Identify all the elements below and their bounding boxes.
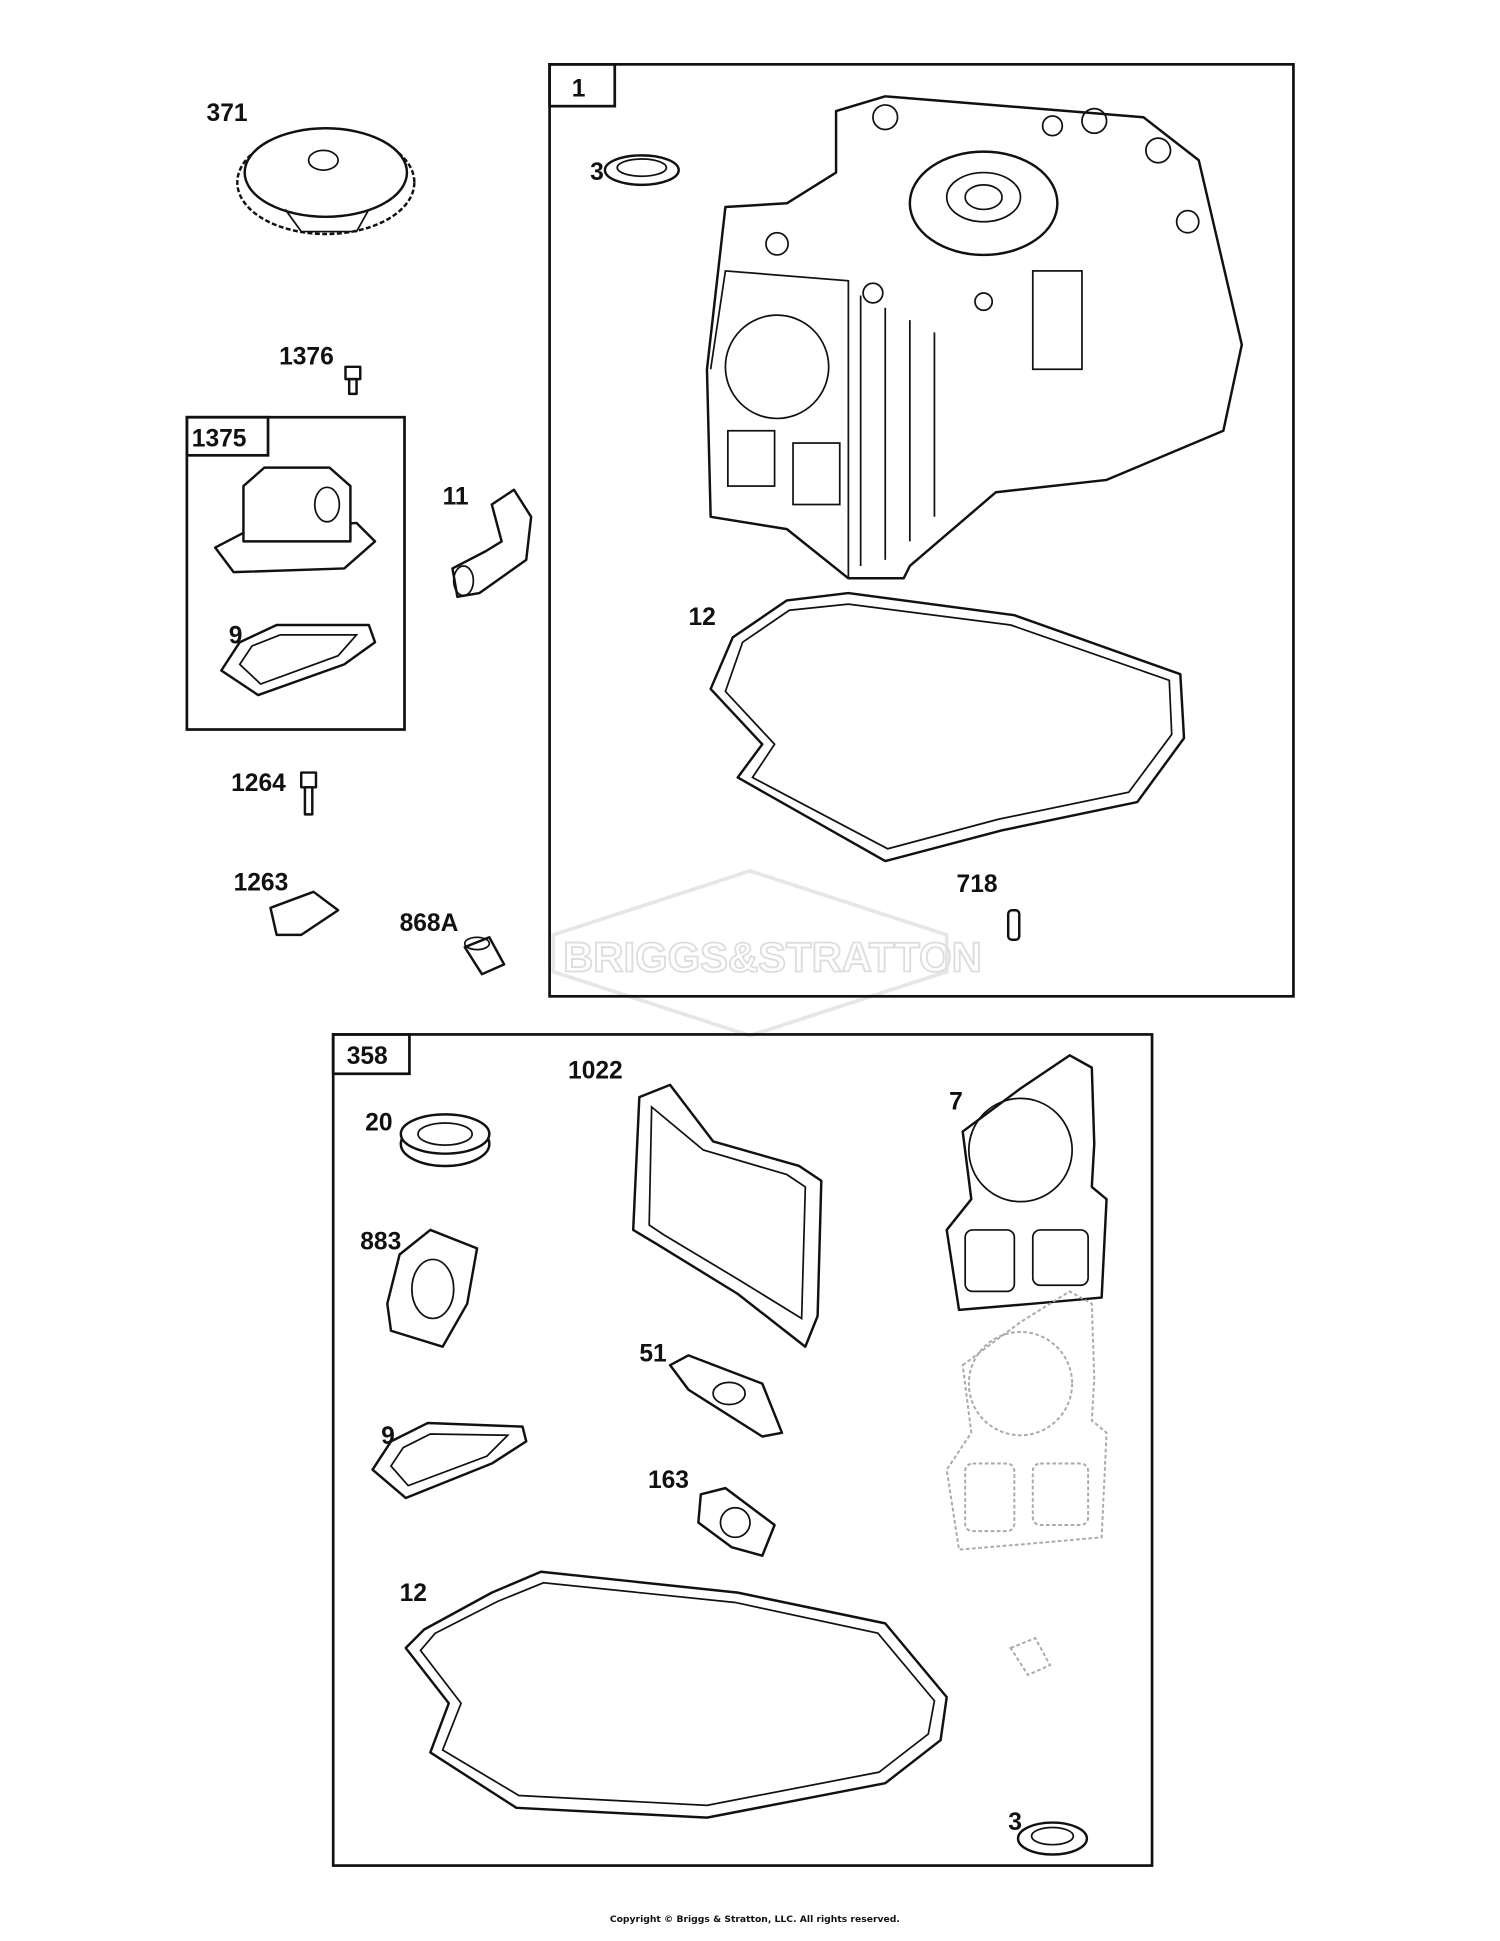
gear-part-371[interactable]: 371 [207, 100, 416, 236]
elbow-hose-part-11[interactable]: 11 [443, 484, 533, 598]
svg-text:1264: 1264 [231, 770, 286, 797]
gasket-part-883[interactable]: 883 [360, 1229, 479, 1348]
copyright-text: Copyright © Briggs & Stratton, LLC. All … [610, 1914, 900, 1925]
valve-seat-part-868a[interactable]: 868A [400, 910, 506, 976]
svg-text:1: 1 [572, 75, 586, 102]
svg-text:BRIGGS&STRATTON: BRIGGS&STRATTON [563, 934, 982, 981]
briggs-stratton-watermark: BRIGGS&STRATTON [551, 868, 983, 1038]
svg-text:868A: 868A [400, 910, 459, 937]
group-box-358: 358 [331, 1033, 1154, 1867]
svg-text:9: 9 [229, 622, 243, 649]
svg-text:1263: 1263 [234, 870, 289, 897]
gasket-part-51[interactable]: 51 [639, 1340, 784, 1438]
bolt-part-1376[interactable]: 1376 [279, 343, 362, 396]
gasket-part-1022[interactable]: 1022 [568, 1058, 823, 1348]
svg-text:3: 3 [590, 159, 604, 186]
svg-text:9: 9 [381, 1423, 395, 1450]
svg-text:718: 718 [957, 871, 998, 898]
svg-text:358: 358 [347, 1043, 388, 1070]
svg-text:1022: 1022 [568, 1058, 623, 1085]
bolt-part-1264[interactable]: 1264 [231, 770, 318, 816]
oil-seal-part-20[interactable]: 20 [365, 1109, 491, 1168]
group-box-1: 1 [548, 63, 1295, 998]
gasket-part-163[interactable]: 163 [648, 1467, 776, 1557]
gasket-part-12[interactable]: 12 [689, 591, 1186, 863]
svg-text:51: 51 [639, 1340, 666, 1367]
gasket-part-9-kit[interactable]: 9 [371, 1421, 528, 1500]
svg-text:20: 20 [365, 1109, 392, 1136]
svg-text:371: 371 [207, 100, 248, 127]
svg-text:1375: 1375 [192, 426, 247, 453]
svg-text:163: 163 [648, 1467, 689, 1494]
plate-part-1263[interactable]: 1263 [234, 870, 340, 937]
seal-part-3[interactable]: 3 [590, 154, 680, 187]
svg-text:12: 12 [400, 1580, 427, 1607]
valve-seat-ghost-part [1009, 1636, 1052, 1677]
gasket-part-9[interactable]: 9 [220, 622, 377, 697]
cylinder-block-part[interactable] [705, 95, 1244, 580]
head-gasket-ghost-part [945, 1290, 1108, 1551]
gasket-part-12-kit[interactable]: 12 [400, 1570, 948, 1819]
group-box-1375: 1375 [185, 415, 406, 731]
svg-text:7: 7 [949, 1088, 963, 1115]
head-gasket-part-7[interactable]: 7 [945, 1054, 1108, 1312]
svg-text:1376: 1376 [279, 343, 334, 370]
svg-text:3: 3 [1008, 1809, 1022, 1836]
svg-text:12: 12 [689, 604, 716, 631]
svg-text:883: 883 [360, 1229, 401, 1256]
svg-text:11: 11 [443, 484, 469, 511]
seal-part-3-kit[interactable]: 3 [1008, 1809, 1089, 1856]
dowel-pin-part-718[interactable]: 718 [957, 871, 1021, 941]
breather-cover-part[interactable] [213, 466, 377, 574]
